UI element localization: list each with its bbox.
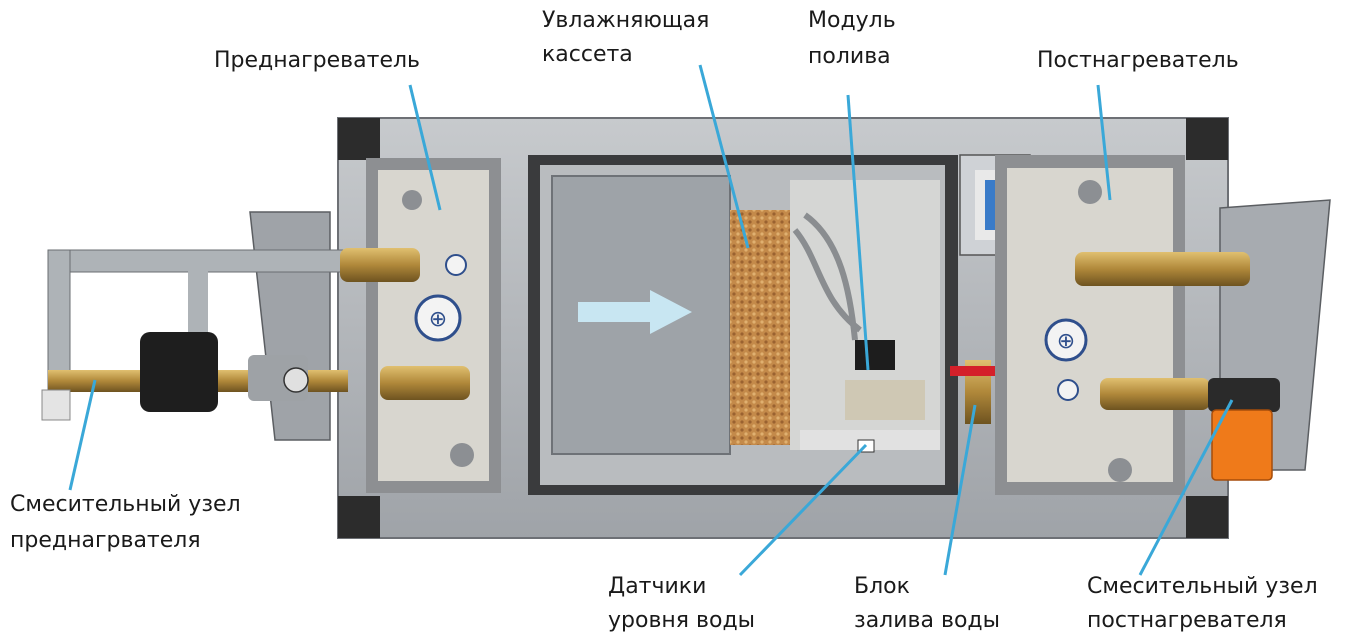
label-humid-cassette-line2: кассета	[542, 42, 633, 67]
preheater-pipework	[41, 248, 470, 421]
leader-water-fill	[943, 404, 977, 576]
humidifier-section	[528, 155, 958, 495]
leader-postheater	[1096, 84, 1112, 201]
label-postheater-mixing-line2: постнагревателя	[1087, 608, 1287, 633]
label-water-level-line2: уровня воды	[608, 608, 756, 633]
label-water-fill-line1: Блок	[854, 574, 910, 599]
label-humid-cassette-line1: Увлажняющая	[542, 8, 710, 33]
svg-text:⊕: ⊕	[429, 307, 447, 332]
label-water-level-line1: Датчики	[608, 574, 707, 599]
airflow-arrow-icon	[578, 290, 692, 334]
label-preheater-mixing-line2: преднагрвателя	[10, 528, 201, 553]
leader-water-level	[738, 443, 868, 577]
leader-watering-module	[846, 94, 870, 371]
actuator	[1211, 409, 1273, 481]
leader-preheater-mixing	[68, 379, 97, 491]
postheater-panel: ⊕	[995, 155, 1185, 495]
leader-lines	[68, 64, 1234, 577]
label-postheater: Постнагреватель	[1037, 48, 1239, 73]
water-fill-valve	[950, 360, 1006, 424]
label-preheater-mixing-line1: Смесительный узел	[10, 492, 241, 517]
postheater-pipework	[1075, 252, 1280, 481]
leader-humid-cassette	[698, 64, 750, 249]
svg-text:⊕: ⊕	[1057, 329, 1075, 354]
label-watering-module-line2: полива	[808, 44, 891, 69]
preheater-panel: ⊕	[366, 158, 501, 493]
label-preheater: Преднагреватель	[214, 48, 421, 73]
label-water-fill-line2: залива воды	[854, 608, 1000, 633]
label-postheater-mixing-line1: Смесительный узел	[1087, 574, 1318, 599]
label-watering-module-line1: Модуль	[808, 8, 896, 33]
leader-preheater	[408, 84, 442, 211]
leader-postheater-mixing	[1138, 399, 1234, 576]
